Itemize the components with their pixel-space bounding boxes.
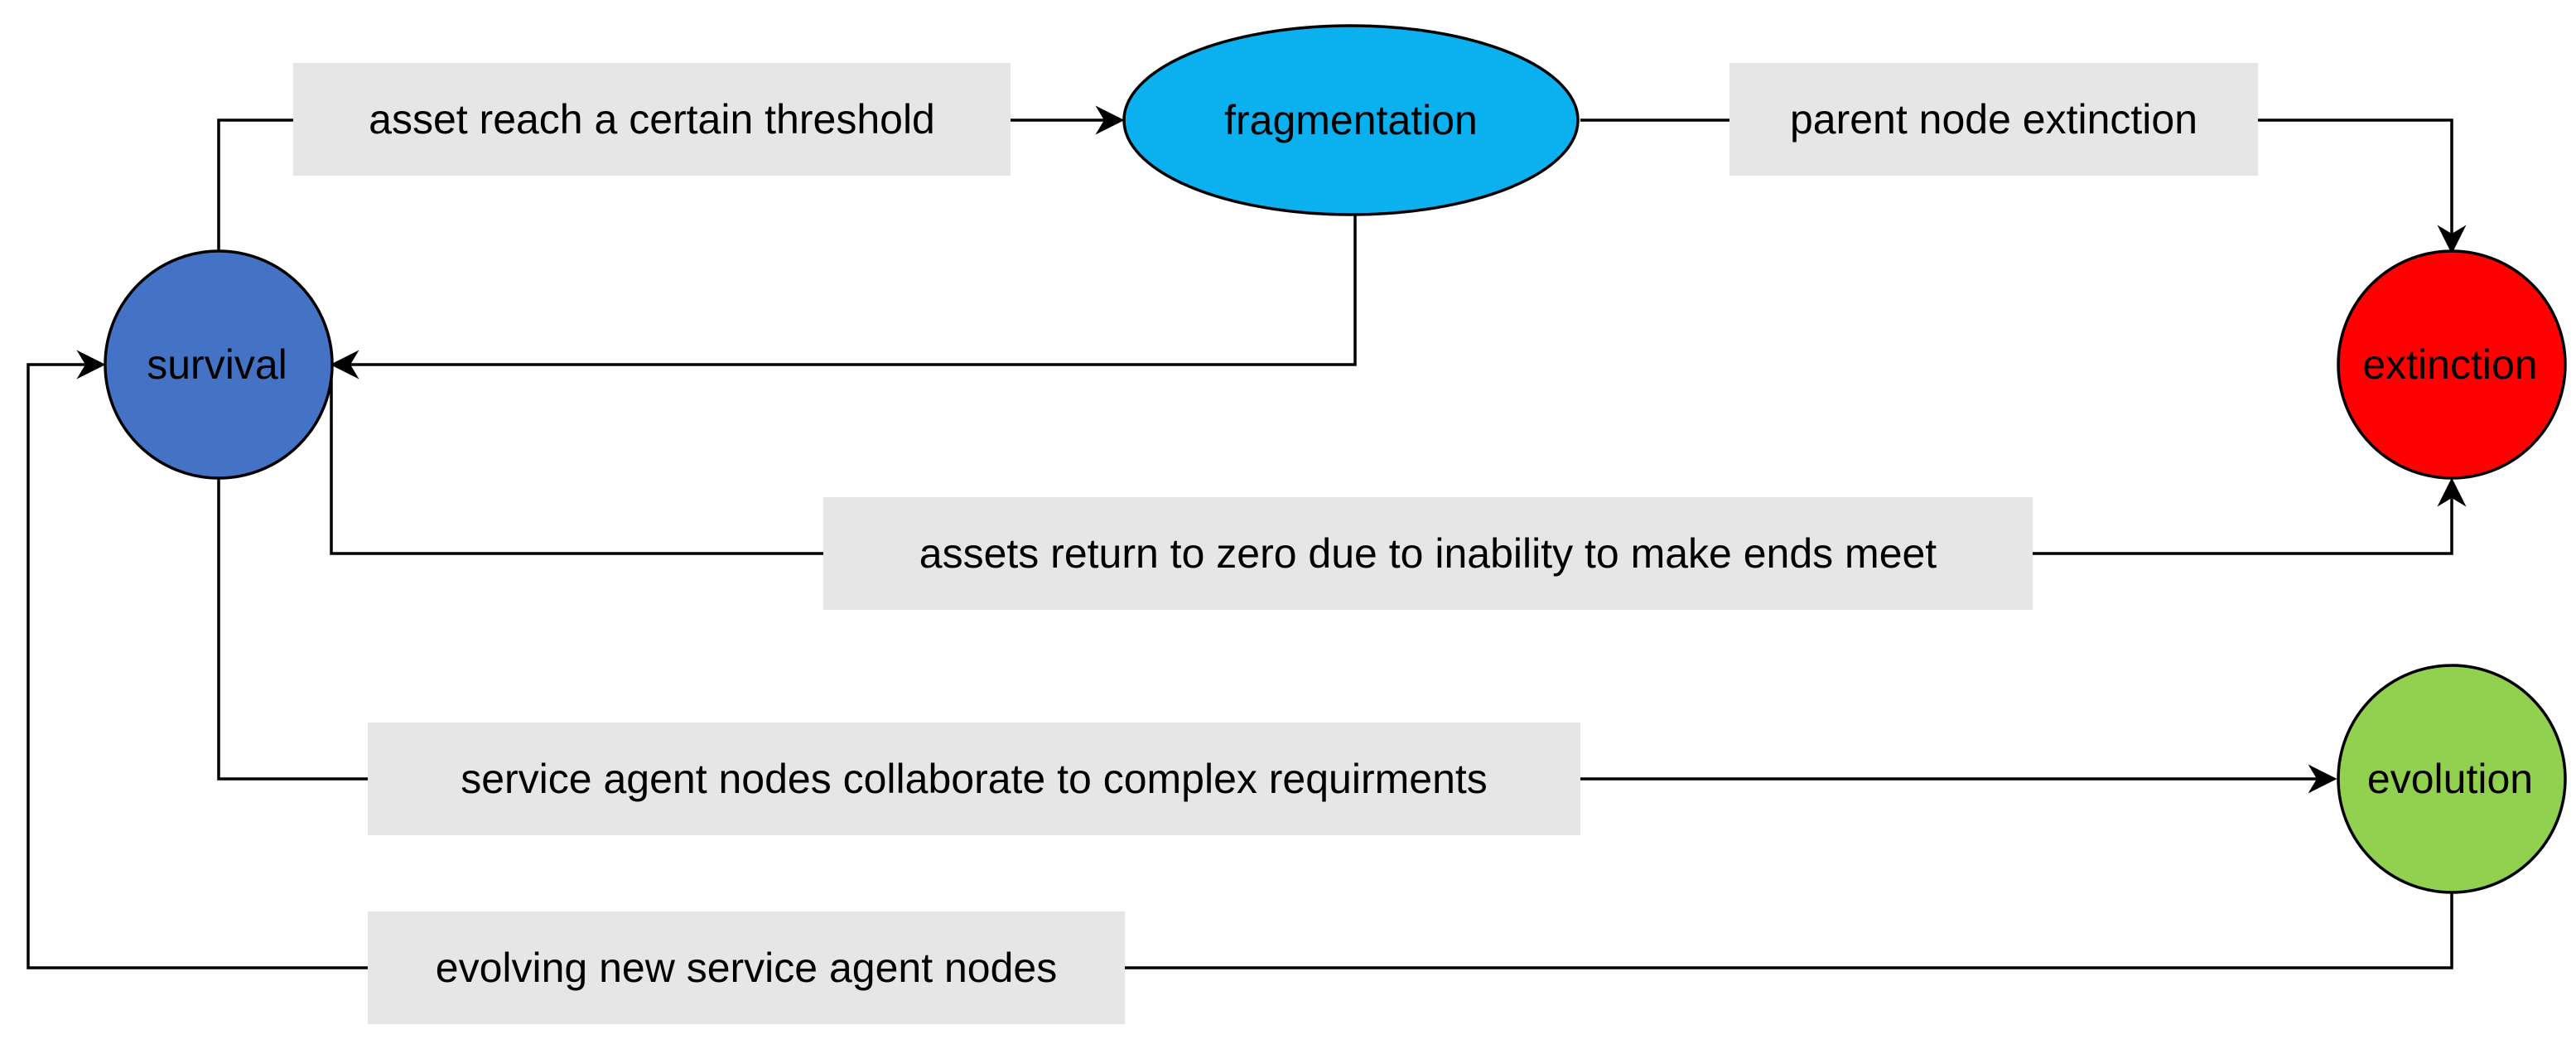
- edge-label-assets-zero-text: assets return to zero due to inability t…: [919, 530, 1937, 577]
- edge-label-collaborate-text: service agent nodes collaborate to compl…: [461, 756, 1488, 802]
- edge-label-collaborate: service agent nodes collaborate to compl…: [368, 723, 1580, 835]
- edge-label-parent-extinction: parent node extinction: [1729, 63, 2258, 176]
- edge-label-evolving: evolving new service agent nodes: [368, 911, 1125, 1024]
- node-fragmentation: fragmentation: [1122, 24, 1580, 216]
- node-extinction-label: extinction: [2362, 341, 2537, 388]
- edge-label-parent-extinction-text: parent node extinction: [1790, 96, 2197, 143]
- node-survival-shape: [104, 249, 334, 480]
- edge-label-asset-threshold: asset reach a certain threshold: [293, 63, 1011, 176]
- node-fragmentation-shape: [1122, 24, 1580, 216]
- node-evolution-shape: [2337, 664, 2567, 894]
- node-survival-label: survival: [147, 341, 287, 388]
- node-fragmentation-label: fragmentation: [1224, 97, 1478, 143]
- node-evolution: evolution: [2337, 664, 2567, 894]
- node-survival: survival: [104, 249, 334, 480]
- edge-evolution-to-survival: [27, 350, 2453, 969]
- node-extinction: extinction: [2337, 249, 2567, 480]
- node-extinction-shape: [2337, 249, 2567, 480]
- edge-label-evolving-text: evolving new service agent nodes: [436, 945, 1057, 991]
- edge-label-assets-zero: assets return to zero due to inability t…: [823, 497, 2033, 610]
- edge-label-asset-threshold-text: asset reach a certain threshold: [369, 96, 935, 143]
- edge-fragmentation-to-survival: [330, 214, 1357, 379]
- edge-survival-to-evolution: [217, 479, 2337, 794]
- node-evolution-label: evolution: [2367, 756, 2533, 802]
